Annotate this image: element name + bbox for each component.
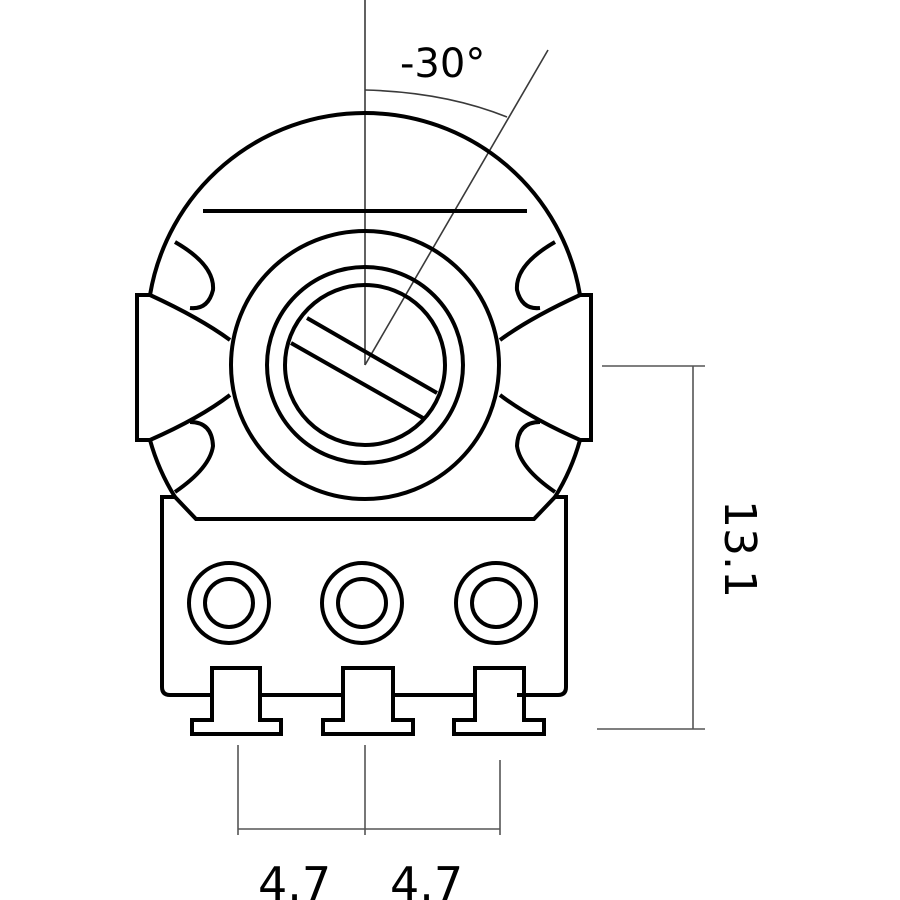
right-side-tab [580,293,593,442]
outer-ring [229,229,501,501]
angle-label: -30° [400,41,485,87]
shaft-inner [283,283,447,447]
left-notch-lower [173,420,216,494]
mount-hole-2 [320,561,404,645]
terminal-1 [190,666,283,736]
potentiometer-body [135,111,593,501]
base-outline [160,495,568,697]
right-notch-lower [514,420,557,494]
height-dimension: 13.1 [597,365,765,730]
terminal-3 [452,666,546,736]
pitch-left-label: 4.7 [258,857,331,900]
rotation-angle-line [364,49,549,366]
left-wedge [149,293,232,442]
right-wedge [498,293,581,442]
housing-outline [148,111,582,296]
shaft-ring [265,265,465,465]
pitch-dimension: 4.7 4.7 [237,745,501,900]
mount-hole-1 [187,561,271,645]
housing-lower-right [553,439,582,499]
height-label: 13.1 [714,500,765,598]
terminal-2 [321,666,415,736]
shaft-slot-bottom [290,341,424,420]
angle-arc [364,89,508,118]
shaft-slot-top [306,316,438,395]
mount-hole-3 [454,561,538,645]
housing-lower-left [148,439,177,499]
left-notch-upper [174,240,216,311]
right-notch-upper [514,240,556,311]
pitch-right-label: 4.7 [390,857,463,900]
terminal-base [160,495,568,736]
left-side-tab [135,293,150,442]
